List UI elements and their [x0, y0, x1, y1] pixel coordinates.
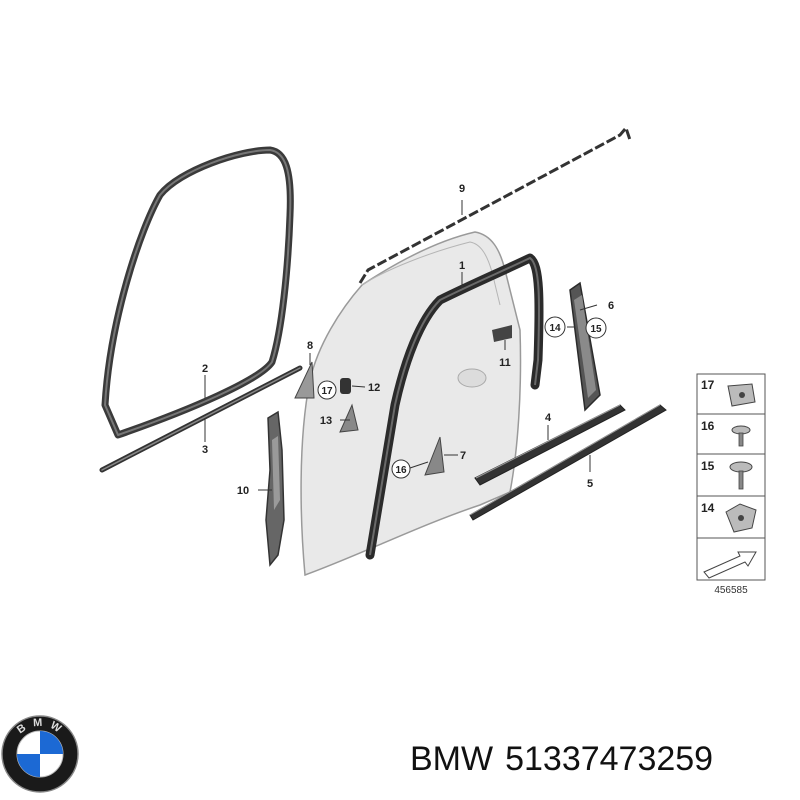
brand-name: BMW: [410, 740, 494, 778]
callout-6: 6: [608, 300, 614, 312]
callout-labels: 9 1 2 3 8 6 11 12 13 7 4 5 10: [202, 183, 614, 497]
callout-14: 14: [549, 323, 561, 334]
door-panel: [300, 231, 522, 577]
lower-seal-strip: [99, 365, 303, 473]
callout-17: 17: [321, 386, 333, 397]
pillar-trim: [569, 281, 601, 412]
pillar-panel: [265, 410, 285, 567]
callout-8: 8: [307, 340, 313, 352]
leader-lines: [204, 200, 598, 491]
window-channel-seal: [365, 253, 544, 560]
diagram-ref-number: 456585: [714, 585, 748, 596]
callout-13: 13: [320, 415, 332, 427]
callout-10: 10: [237, 485, 249, 497]
screw-icon-15: [729, 461, 753, 473]
door-seal-ring: [101, 146, 294, 439]
callout-4: 4: [545, 412, 552, 424]
legend-item-16: 16: [701, 419, 715, 433]
bracket-13: [339, 403, 359, 433]
legend-item-14: 14: [701, 501, 715, 515]
fastener-legend: 17 16 15 14 456585: [696, 373, 766, 596]
callout-3: 3: [202, 444, 208, 456]
callout-7: 7: [460, 450, 466, 462]
roof-seal-strip: [358, 126, 632, 284]
callout-5: 5: [587, 478, 593, 490]
callout-11: 11: [499, 357, 511, 369]
bmw-logo: B M W: [1, 715, 79, 793]
legend-item-15: 15: [701, 459, 715, 473]
part-number: 51337473259: [505, 740, 714, 778]
part-caption: BMW 51337473259: [410, 740, 725, 779]
bracket-7: [424, 436, 445, 476]
circled-callouts: 17 14 15 16: [317, 316, 607, 479]
callout-9: 9: [459, 183, 465, 195]
callout-2: 2: [202, 363, 208, 375]
arrow-icon: [703, 551, 757, 579]
callout-1: 1: [459, 260, 465, 272]
callout-12: 12: [368, 382, 380, 394]
clip-11: [492, 325, 512, 342]
legend-item-17: 17: [701, 378, 715, 392]
callout-16: 16: [395, 465, 407, 476]
cap-12: [340, 378, 351, 394]
belt-strips: [469, 404, 667, 521]
bracket-8: [294, 361, 315, 399]
callout-15: 15: [590, 324, 602, 335]
